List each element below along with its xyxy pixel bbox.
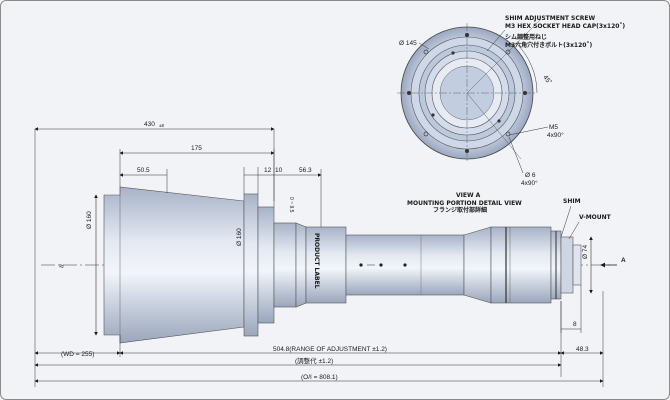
shim-screw-title: SHIM ADJUSTMENT SCREW (505, 15, 595, 22)
view-a-angle: 45˚ (541, 74, 553, 86)
view-a-outer-dia: Ø 145 (399, 40, 417, 47)
view-a-disc (397, 18, 542, 163)
dim-range-adjustment-jp: (調整代 ±1.2) (295, 356, 333, 365)
dim-50-5: 50.5 (137, 167, 150, 174)
flange (243, 193, 259, 337)
svg-text:≈: ≈ (59, 261, 64, 271)
dim-wd: (WD = 255) (61, 351, 94, 358)
dim-8: 8 (573, 321, 577, 328)
product-label: PRODUCT LABEL (313, 233, 320, 289)
arrow-a-label: A (621, 257, 626, 264)
shim-label: SHIM (563, 198, 581, 205)
v-mount-label: V-MOUNT (579, 214, 612, 221)
shim-screw-jp-spec: M3六角穴付きボルト(3x120˚) (505, 41, 592, 49)
lens-body (103, 186, 582, 344)
view-a-m5-count: 4x90° (547, 131, 564, 139)
shim-screw-spec: M3 HEX SOCKET HEAD CAP(3x120˚) (505, 23, 625, 30)
dim-overall-length: 430 (144, 121, 155, 128)
v-mount (560, 236, 574, 294)
dim-56-3: 56.3 (299, 167, 312, 174)
view-a-title: VIEW A (456, 192, 481, 199)
view-a-hole-dia: Ø 6 (525, 172, 536, 179)
dim-175: 175 (191, 145, 202, 152)
dim-front-dia: Ø 160 (86, 211, 93, 229)
dim-oi: (O/I = 808.1) (301, 374, 338, 381)
shim-screw-jp-title: シム調整用ねじ (505, 33, 547, 41)
dim-range-adjustment: 504.8(RANGE OF ADJUSTMENT ±1.2) (273, 346, 387, 353)
dim-0-9-5: 0 ~ 9.5 (288, 197, 294, 213)
view-a-hole-count: 4x90° (521, 179, 538, 187)
view-a-m5: M5 (549, 124, 558, 131)
dim-10: 10 (275, 167, 283, 174)
dim-mount-dia: Ø 74 (582, 245, 589, 259)
dim-48-3: 48.3 (576, 346, 589, 353)
dim-flange-dia: Ø 160 (236, 228, 243, 246)
dim-12: 12 (264, 167, 272, 174)
mounting-detail-jp: フランジ取付部詳細 (433, 206, 487, 214)
label-barrel (305, 226, 347, 304)
mounting-detail-title: MOUNTING PORTION DETAIL VIEW (407, 200, 522, 207)
dim-overall-tol: ±8 (159, 123, 164, 128)
